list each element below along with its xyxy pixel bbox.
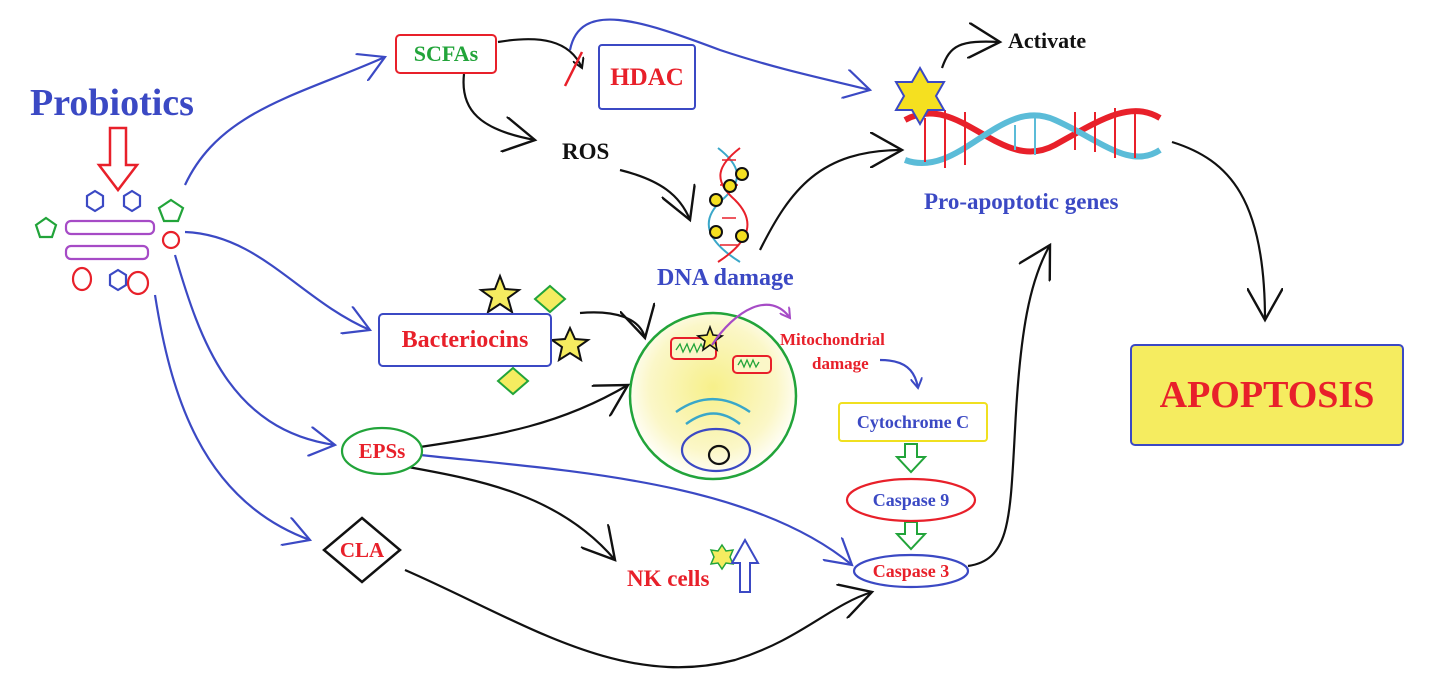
activate-label: Activate xyxy=(1008,28,1087,53)
dna-damage-label: DNA damage xyxy=(657,265,794,291)
star-icon xyxy=(709,543,735,571)
arrow-ros-to-dna xyxy=(619,168,690,220)
cla-label: CLA xyxy=(339,537,385,562)
caspase9-label: Caspase 9 xyxy=(872,490,950,510)
arrow-epss-to-nk xyxy=(407,465,615,560)
caspase3-oval xyxy=(852,553,970,589)
cla-diamond-shape xyxy=(322,516,402,584)
star-icon xyxy=(549,325,591,363)
hdac-box: HDAC xyxy=(598,44,696,110)
mitochondrial-damage-label-2: damage xyxy=(812,354,869,373)
arrow-epss-to-cell xyxy=(419,385,628,449)
hexagon-icon xyxy=(122,189,142,213)
hexagon-icon xyxy=(85,189,105,213)
arrow-to-bacteriocins xyxy=(184,230,370,330)
apoptosis-box: APOPTOSIS xyxy=(1130,344,1404,446)
arrow-scfas-to-genes xyxy=(568,18,870,90)
arrow-cla-to-caspase3 xyxy=(404,568,872,669)
arrow-mito-to-cytochrome xyxy=(879,358,918,388)
caspase3-label: Caspase 3 xyxy=(872,561,950,581)
ros-label: ROS xyxy=(562,139,610,164)
diamond-icon xyxy=(496,366,530,396)
down-arrow-icon xyxy=(894,443,928,474)
arrow-genes-to-apoptosis xyxy=(1171,140,1265,320)
diamond-icon xyxy=(533,284,567,314)
pentagon-icon xyxy=(34,216,58,239)
circle-icon xyxy=(161,230,181,250)
probiotics-title: Probiotics xyxy=(30,82,194,124)
arrow-bacteriocins-to-cell xyxy=(579,312,645,338)
oval-icon xyxy=(126,270,150,296)
epss-oval xyxy=(340,426,424,476)
arrow-scfas-to-ros xyxy=(462,73,535,140)
arrow-to-scfas xyxy=(184,57,385,186)
pro-apoptotic-genes-helix-icon xyxy=(903,108,1162,168)
probiotics-bacterium-icon xyxy=(34,126,185,296)
caspase9-oval xyxy=(845,477,977,523)
arrow-caspase3-to-genes xyxy=(967,245,1050,568)
membrane-icon xyxy=(64,244,150,261)
oval-icon xyxy=(71,266,93,292)
arrow-to-mito-damage xyxy=(711,303,790,346)
increase-arrow-icon xyxy=(730,537,760,593)
arrow-to-cla xyxy=(153,294,310,540)
mitochondrion-icon xyxy=(732,355,772,374)
arrow-epss-to-caspase3 xyxy=(419,453,852,565)
down-arrow-icon xyxy=(96,126,140,193)
arrow-dna-to-genes xyxy=(759,150,902,251)
arrow-to-epss xyxy=(173,254,335,445)
hexagon-icon xyxy=(108,268,128,292)
mitochondrial-damage-label-1: Mitochondrial xyxy=(780,330,885,349)
cancer-cell-icon xyxy=(628,311,798,481)
epss-label: EPSs xyxy=(358,438,406,463)
inhibition-bar xyxy=(563,51,584,87)
pro-apoptotic-genes-label: Pro-apoptotic genes xyxy=(924,189,1119,214)
down-arrow-icon xyxy=(894,521,928,551)
dna-damage-icon xyxy=(707,147,749,263)
star-icon xyxy=(478,273,522,315)
cytochrome-c-box: Cytochrome C xyxy=(838,402,988,442)
pentagon-icon xyxy=(157,198,185,223)
nk-cells-label: NK cells xyxy=(627,566,710,591)
arrow-scfas-to-hdac xyxy=(497,38,582,68)
scfas-box: SCFAs xyxy=(395,34,497,74)
membrane-icon xyxy=(64,219,156,236)
arrow-to-activate xyxy=(940,42,1000,69)
activator-star-icon xyxy=(894,65,946,127)
bacteriocins-box: Bacteriocins xyxy=(378,313,552,367)
